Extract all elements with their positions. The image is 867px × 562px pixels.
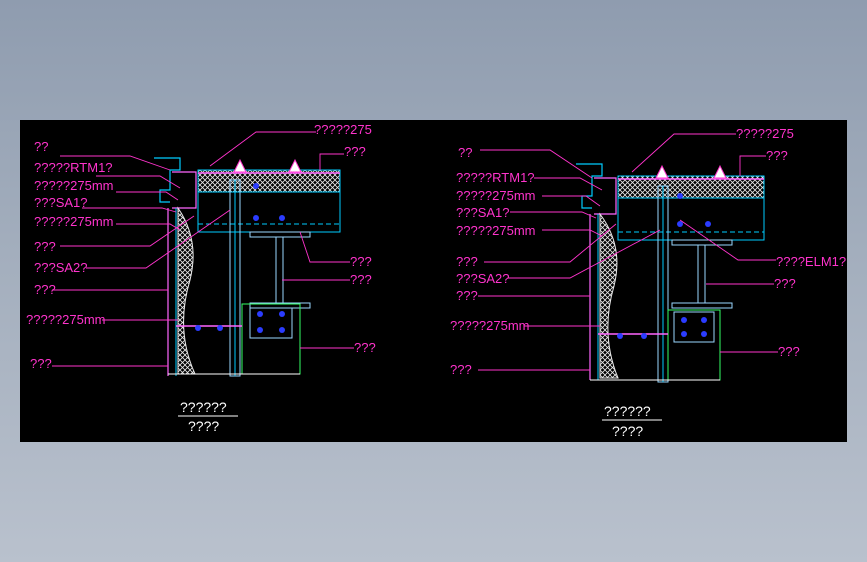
left-label-l5: ?????275mm: [34, 214, 114, 229]
right-parapet: [594, 177, 617, 215]
left-label-r4: ???: [350, 272, 372, 287]
left-label-l3: ?????275mm: [34, 178, 114, 193]
left-parapet: [172, 171, 197, 209]
right-slab-underside: [617, 197, 765, 241]
left-bolt: [253, 215, 259, 221]
right-label-r1: ?????275: [736, 126, 794, 141]
left-label-l1: ??: [34, 139, 48, 154]
right-bolt: [677, 193, 683, 199]
right-label-r2: ???: [766, 148, 788, 163]
cad-drawing-canvas: ?? ?????RTM1? ?????275mm ???SA1? ?????27…: [20, 120, 847, 442]
right-gutter-profile: [576, 163, 603, 209]
left-caption-title: ??????: [180, 399, 227, 415]
right-caption-sub: ????: [612, 423, 643, 439]
left-bolt: [257, 327, 263, 333]
right-label-l1: ??: [458, 145, 472, 160]
left-label-r5: ???: [354, 340, 376, 355]
right-beam-flange-bottom: [671, 302, 733, 309]
left-roof-cone: [233, 158, 247, 173]
right-bolt: [701, 317, 707, 323]
right-bolt: [681, 331, 687, 337]
right-bolt: [681, 317, 687, 323]
right-label-r3: ????ELM1?: [776, 254, 846, 269]
right-bolt: [705, 221, 711, 227]
right-label-l3: ?????275mm: [456, 188, 536, 203]
left-label-l7: ???SA2?: [34, 260, 88, 275]
left-label-r1: ?????275: [314, 122, 372, 137]
right-roof-cone: [713, 164, 727, 179]
left-beam-web: [275, 236, 284, 304]
left-caption-sub: ????: [188, 418, 219, 434]
right-bolt: [677, 221, 683, 227]
left-roof-cone: [288, 158, 302, 173]
left-label-l8: ???: [34, 282, 56, 297]
left-bolt: [279, 327, 285, 333]
left-label-l6: ???: [34, 239, 56, 254]
right-label-r5: ???: [778, 344, 800, 359]
left-bolt: [257, 311, 263, 317]
right-detail: ?? ?????RTM1? ?????275mm ???SA1? ?????27…: [450, 126, 846, 439]
left-gutter-profile: [154, 157, 181, 203]
cad-drawing: ?? ?????RTM1? ?????275mm ???SA1? ?????27…: [26, 122, 846, 439]
right-tie-bolt: [617, 333, 623, 339]
right-leader-lines: [478, 133, 778, 371]
right-label-l4: ???SA1?: [456, 205, 510, 220]
left-base-plate: [249, 307, 293, 339]
left-leader-lines: [52, 131, 354, 367]
left-bolt: [279, 215, 285, 221]
right-label-l7: ???SA2?: [456, 271, 510, 286]
right-bolt: [701, 331, 707, 337]
left-bolt: [279, 311, 285, 317]
right-label-l10: ???: [450, 362, 472, 377]
right-wall-insulation: [599, 212, 619, 379]
left-detail: ?? ?????RTM1? ?????275mm ???SA1? ?????27…: [26, 122, 376, 434]
left-label-l4: ???SA1?: [34, 195, 88, 210]
left-label-l9: ?????275mm: [26, 312, 106, 327]
right-label-l2: ?????RTM1?: [456, 170, 535, 185]
left-tie-bolt: [195, 325, 201, 331]
left-label-l2: ?????RTM1?: [34, 160, 113, 175]
right-label-l9: ?????275mm: [450, 318, 530, 333]
left-bolt: [253, 183, 259, 189]
right-tie-bolt: [641, 333, 647, 339]
right-base-plate: [673, 311, 715, 343]
right-base-connection: [667, 309, 721, 381]
right-label-l8: ???: [456, 288, 478, 303]
right-roof-cone: [655, 164, 669, 179]
left-slab-underside: [197, 191, 341, 233]
right-label-l5: ?????275mm: [456, 223, 536, 238]
left-tie-bolt: [217, 325, 223, 331]
left-base-connection: [241, 303, 301, 375]
right-label-r4: ???: [774, 276, 796, 291]
right-beam-flange-top: [671, 239, 733, 246]
right-label-l6: ???: [456, 254, 478, 269]
right-caption-title: ??????: [604, 403, 651, 419]
left-wall-insulation: [177, 206, 196, 375]
left-label-r3: ???: [350, 254, 372, 269]
left-label-l10: ???: [30, 356, 52, 371]
right-beam-web: [697, 244, 706, 304]
left-label-r2: ???: [344, 144, 366, 159]
